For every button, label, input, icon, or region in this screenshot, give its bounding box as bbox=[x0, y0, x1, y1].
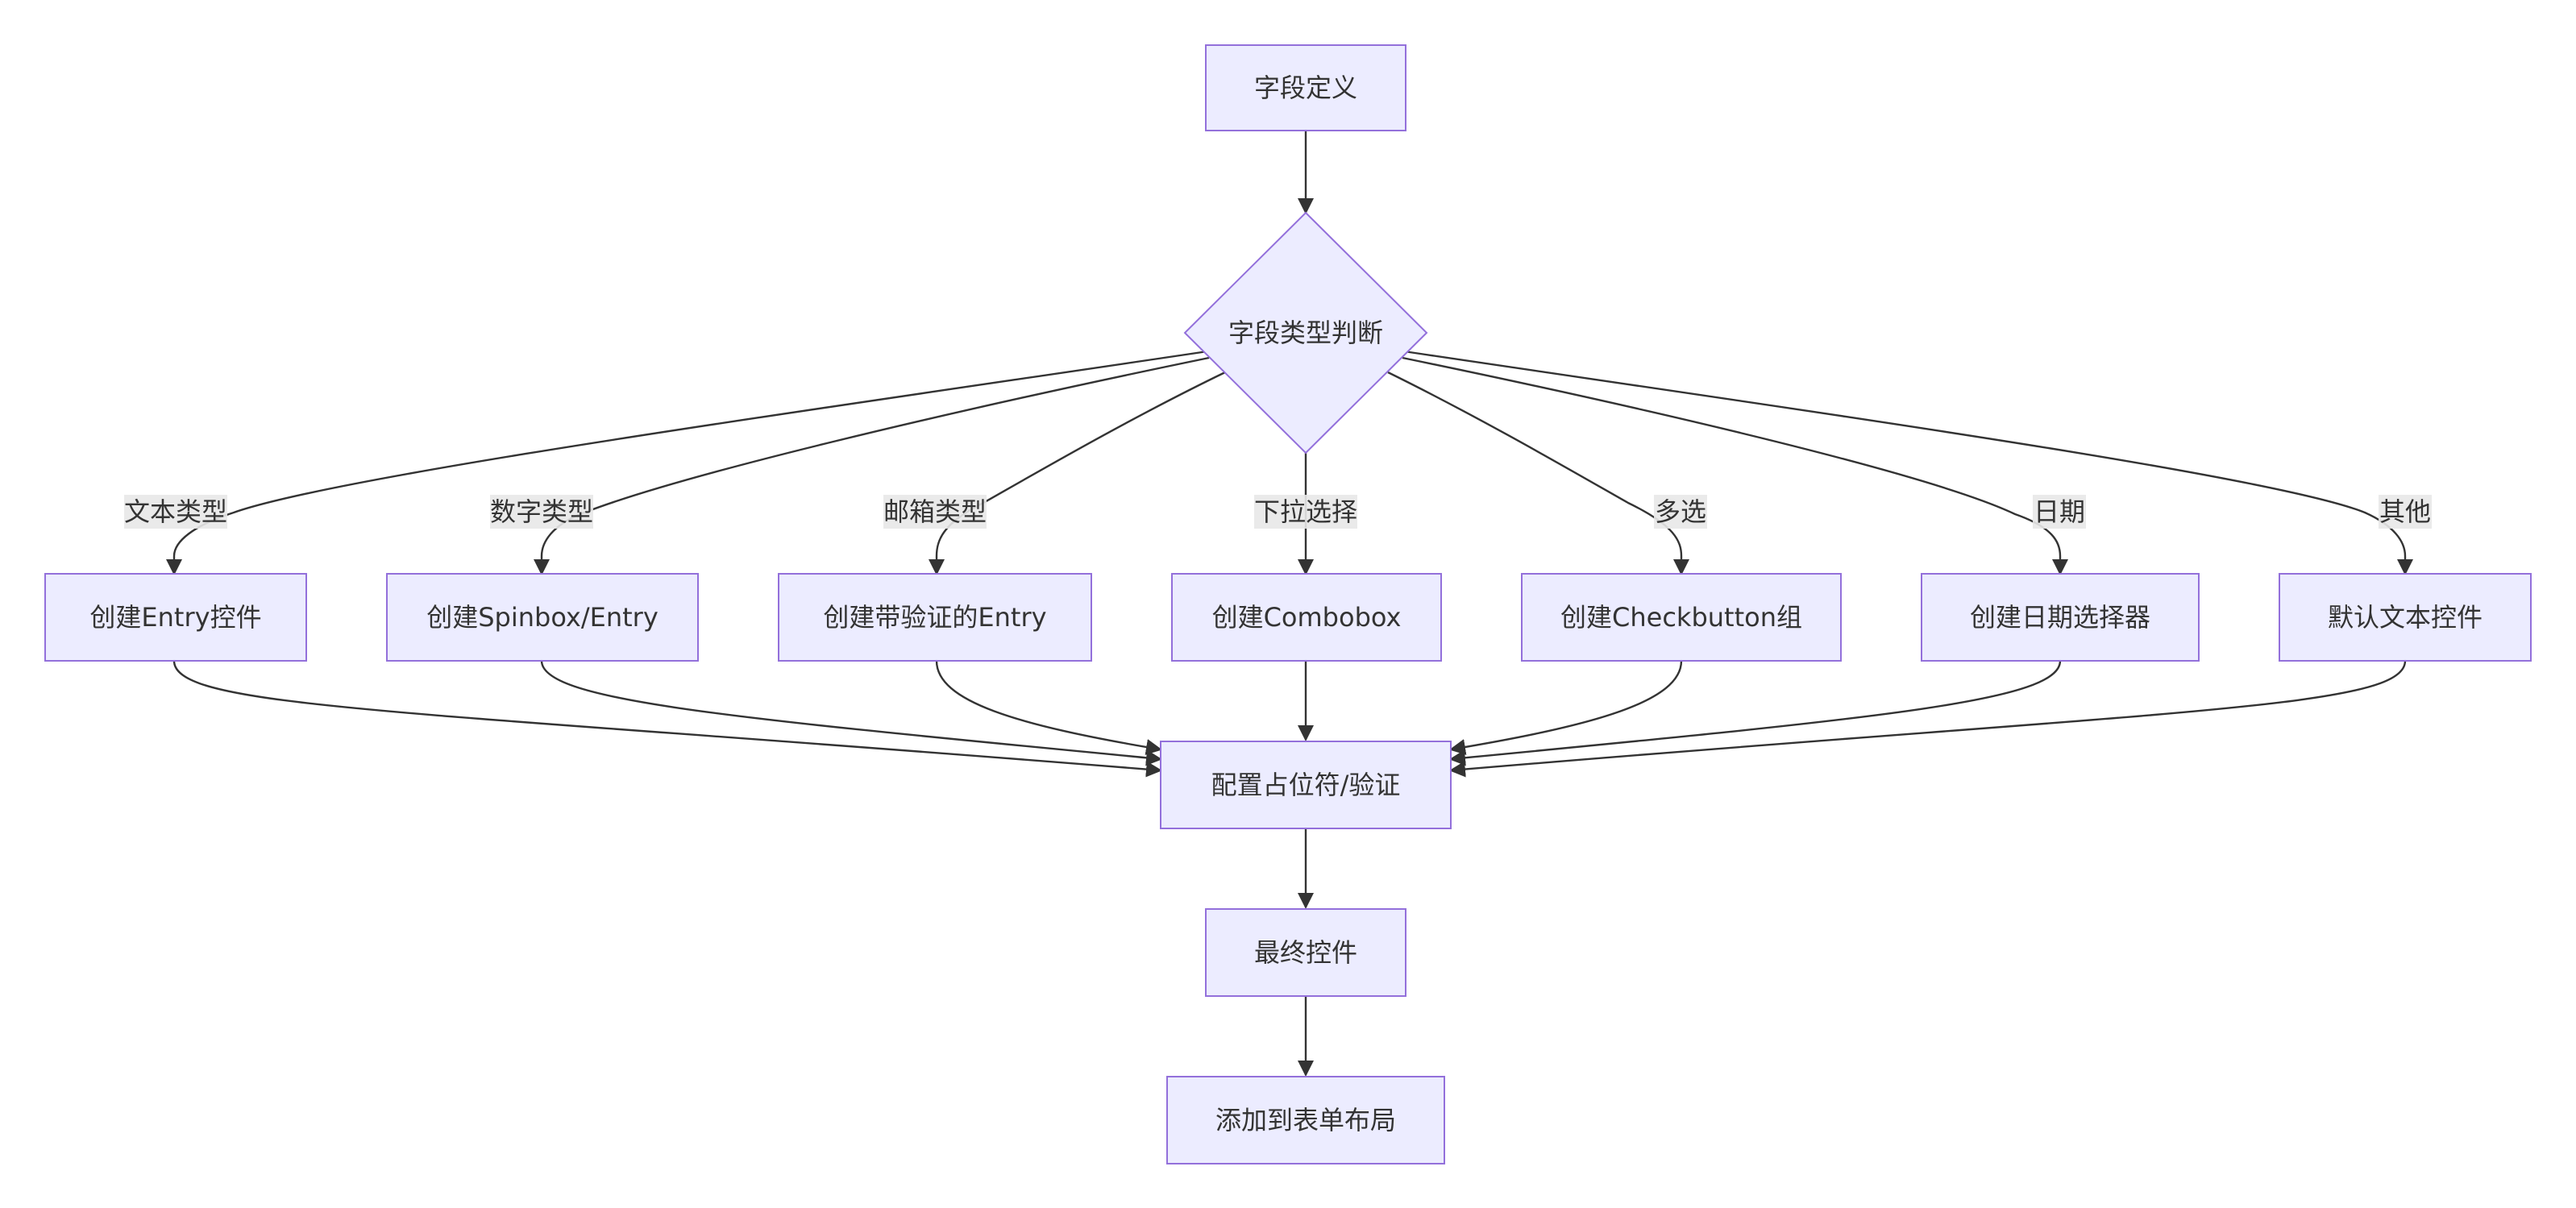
svg-text:最终控件: 最终控件 bbox=[1254, 937, 1357, 968]
svg-text:字段定义: 字段定义 bbox=[1254, 73, 1357, 103]
svg-text:日期: 日期 bbox=[2034, 496, 2085, 527]
node-create-combobox: 创建Combobox bbox=[1171, 573, 1442, 662]
edge-typecheck-spinbox bbox=[534, 356, 1210, 575]
svg-text:配置占位符/验证: 配置占位符/验证 bbox=[1211, 770, 1401, 800]
svg-text:数字类型: 数字类型 bbox=[490, 496, 593, 527]
node-create-entry: 创建Entry控件 bbox=[44, 573, 307, 662]
edge-typecheck-email bbox=[929, 371, 1226, 575]
svg-text:字段类型判断: 字段类型判断 bbox=[1228, 318, 1383, 348]
edge-typecheck-checkbutton bbox=[1387, 371, 1689, 575]
svg-text:多选: 多选 bbox=[1655, 496, 1706, 527]
node-create-spinbox: 创建Spinbox/Entry bbox=[386, 573, 699, 662]
svg-text:创建Entry控件: 创建Entry控件 bbox=[89, 602, 261, 633]
edge-spinbox-configure bbox=[540, 660, 1162, 766]
edges bbox=[166, 131, 2413, 1077]
node-create-checkbutton: 创建Checkbutton组 bbox=[1521, 573, 1842, 662]
svg-text:添加到表单布局: 添加到表单布局 bbox=[1215, 1105, 1396, 1135]
svg-text:文本类型: 文本类型 bbox=[124, 496, 227, 527]
edge-label-other: 其他 bbox=[2379, 495, 2432, 529]
node-add-to-layout: 添加到表单布局 bbox=[1166, 1076, 1445, 1164]
svg-text:创建Combobox: 创建Combobox bbox=[1212, 602, 1402, 633]
edge-email-configure bbox=[935, 660, 1162, 755]
edge-label-date: 日期 bbox=[2033, 495, 2086, 529]
edge-label-multi-select: 多选 bbox=[1654, 495, 1707, 529]
edge-label-email-type: 邮箱类型 bbox=[883, 495, 987, 529]
node-create-date-picker: 创建日期选择器 bbox=[1921, 573, 2200, 662]
node-configure-placeholder: 配置占位符/验证 bbox=[1160, 741, 1452, 829]
svg-text:下拉选择: 下拉选择 bbox=[1254, 496, 1357, 527]
svg-text:邮箱类型: 邮箱类型 bbox=[883, 496, 987, 527]
svg-text:创建Checkbutton组: 创建Checkbutton组 bbox=[1560, 602, 1802, 633]
svg-text:创建带验证的Entry: 创建带验证的Entry bbox=[823, 602, 1046, 633]
edge-label-text-type: 文本类型 bbox=[124, 495, 227, 529]
svg-text:创建Spinbox/Entry: 创建Spinbox/Entry bbox=[426, 602, 659, 633]
node-create-email-entry: 创建带验证的Entry bbox=[778, 573, 1092, 662]
edge-entry-configure bbox=[172, 660, 1162, 778]
node-final-widget: 最终控件 bbox=[1205, 908, 1406, 997]
edge-label-number-type: 数字类型 bbox=[490, 495, 593, 529]
edge-defaulttext-configure bbox=[1449, 660, 2407, 778]
svg-text:默认文本控件: 默认文本控件 bbox=[2328, 602, 2483, 633]
edge-typecheck-entry bbox=[166, 350, 1208, 575]
node-field-definition: 字段定义 bbox=[1205, 44, 1406, 131]
edge-checkbutton-configure bbox=[1449, 660, 1683, 755]
svg-text:创建日期选择器: 创建日期选择器 bbox=[1970, 602, 2150, 633]
edge-datepicker-configure bbox=[1449, 660, 2062, 766]
node-default-text: 默认文本控件 bbox=[2279, 573, 2532, 662]
node-field-type-decision: 字段类型判断 bbox=[1183, 211, 1428, 455]
edge-label-dropdown: 下拉选择 bbox=[1254, 495, 1357, 529]
svg-text:其他: 其他 bbox=[2379, 496, 2431, 527]
nodes: 字段定义 字段类型判断 创建Entry控件 创建Spinbox/Entry 创建… bbox=[44, 44, 2532, 1164]
edge-typecheck-datepicker bbox=[1402, 356, 2068, 575]
edge-labels: 文本类型 数字类型 邮箱类型 下拉选择 多选 日期 其他 bbox=[124, 495, 2432, 529]
edge-typecheck-defaulttext bbox=[1403, 350, 2413, 575]
